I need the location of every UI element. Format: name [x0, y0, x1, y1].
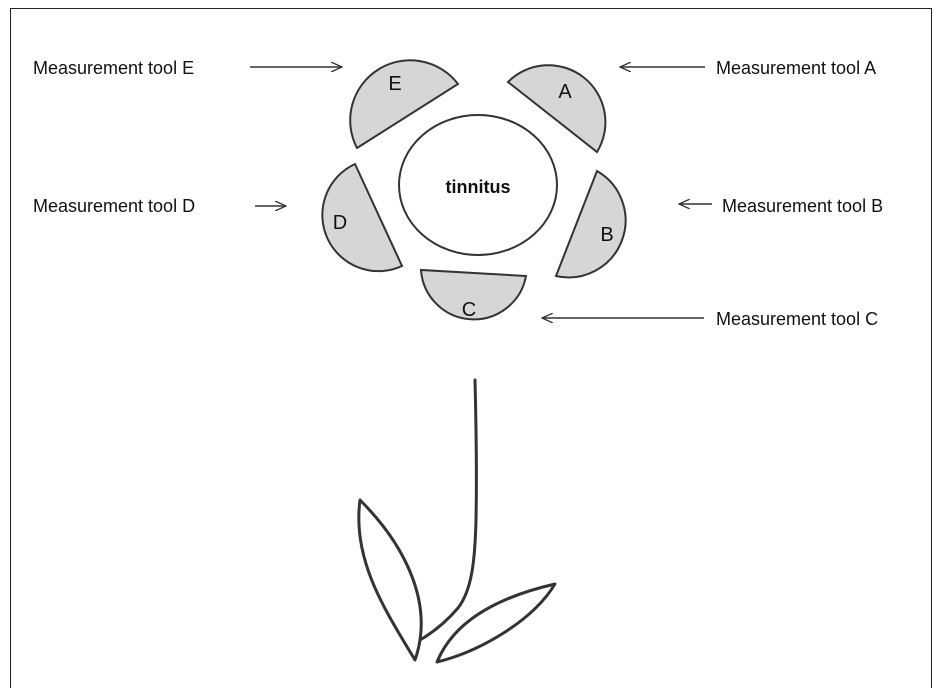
label-tool-a: Measurement tool A — [716, 58, 876, 78]
label-tool-d: Measurement tool D — [33, 196, 195, 216]
petal-letter-c: C — [462, 299, 476, 321]
label-tool-c: Measurement tool C — [716, 309, 878, 329]
leaf-right — [435, 582, 557, 664]
leaf-left — [357, 498, 423, 662]
petal-letter-e: E — [388, 73, 401, 95]
label-tool-b: Measurement tool B — [722, 196, 883, 216]
petal-e — [349, 59, 460, 150]
petal-b — [554, 169, 627, 279]
petal-letter-a: A — [558, 81, 572, 103]
petal-letter-d: D — [333, 212, 347, 234]
tinnitus-center — [398, 114, 558, 256]
petal-a — [506, 64, 607, 154]
center-label: tinnitus — [446, 177, 511, 197]
label-tool-e: Measurement tool E — [33, 58, 194, 78]
petal-d — [321, 162, 404, 273]
petal-letter-b: B — [600, 224, 613, 246]
stem — [418, 378, 478, 642]
figure-frame — [10, 8, 932, 688]
petal-c — [419, 268, 528, 321]
